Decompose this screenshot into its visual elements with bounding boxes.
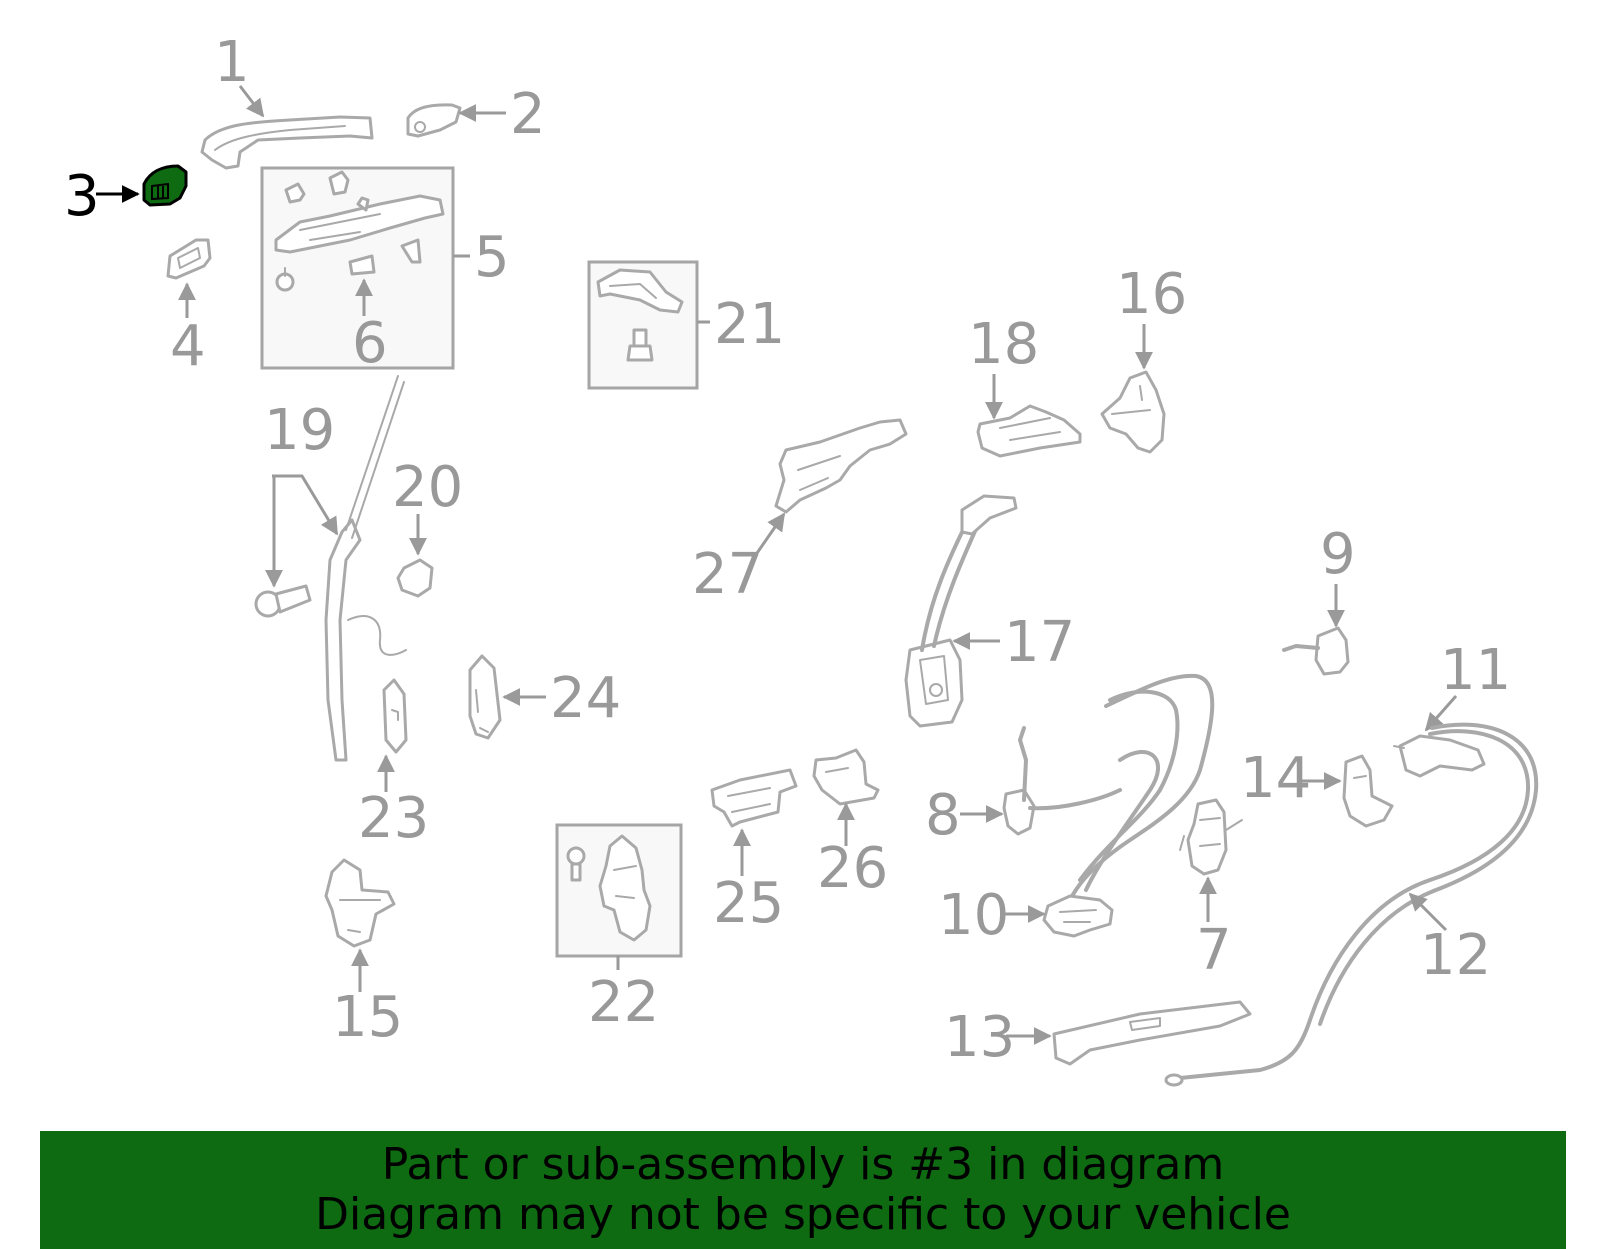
part-27-bracket[interactable] [774,418,908,514]
part-16-hinge[interactable] [1100,370,1166,454]
callout-27: 27 [692,542,763,607]
callout-9: 9 [1320,522,1356,587]
callout-17: 17 [1004,610,1075,675]
callout-11: 11 [1440,638,1511,703]
part-26-bracket[interactable] [812,748,880,806]
part-13-trim-panel[interactable] [1052,1000,1252,1066]
callout-6: 6 [352,311,388,376]
part-4-gasket[interactable] [166,238,212,280]
callout-2: 2 [510,82,546,147]
callout-18: 18 [968,312,1039,377]
callout-14: 14 [1240,746,1311,811]
part-19-lock-rod[interactable] [254,375,407,762]
part-22-latch [566,834,652,942]
part-8-switch[interactable] [1002,726,1122,836]
part-7-actuator[interactable] [1179,798,1243,876]
callout-10: 10 [938,883,1009,948]
info-banner: Part or sub-assembly is #3 in diagram Di… [40,1131,1566,1249]
part-17-lock-assembly[interactable] [904,494,1018,728]
callout-1: 1 [214,30,250,95]
part-15-hinge-bracket[interactable] [324,858,396,948]
part-24-bracket[interactable] [468,654,502,740]
part-23-guide[interactable] [382,678,408,754]
part-18-bracket[interactable] [976,404,1082,458]
callout-7: 7 [1196,918,1232,983]
callout-12: 12 [1420,923,1491,988]
callout-20: 20 [392,455,463,520]
part-12-cable[interactable] [1164,722,1539,1087]
part-11-inner-handle[interactable] [1393,734,1486,778]
callout-3: 3 [64,164,100,229]
callout-13: 13 [944,1005,1015,1070]
callout-8: 8 [925,783,961,848]
callout-22: 22 [588,970,659,1035]
callout-25: 25 [713,871,784,936]
part-10-harness[interactable] [1042,673,1215,938]
part-5-frame-assembly [274,170,445,292]
callout-15: 15 [332,985,403,1050]
part-14-bracket[interactable] [1342,754,1394,828]
part-1-outer-handle[interactable] [200,115,374,170]
part-9-cable-clip[interactable] [1282,626,1350,676]
callout-23: 23 [358,786,429,851]
callout-19: 19 [264,398,335,463]
part-25-striker-plate[interactable] [710,768,798,828]
part-21-bracket [596,268,684,362]
part-3-highlighted-pad[interactable] [142,164,188,207]
banner-line-2: Diagram may not be specific to your vehi… [315,1189,1291,1240]
callout-21: 21 [714,292,785,357]
part-20-clip[interactable] [396,558,434,598]
callout-5: 5 [474,225,510,290]
callout-4: 4 [170,314,206,379]
banner-line-1: Part or sub-assembly is #3 in diagram [381,1139,1225,1190]
callout-16: 16 [1116,262,1187,327]
callout-24: 24 [550,666,621,731]
part-2-handle-cap[interactable] [406,103,462,138]
callout-26: 26 [817,836,888,901]
